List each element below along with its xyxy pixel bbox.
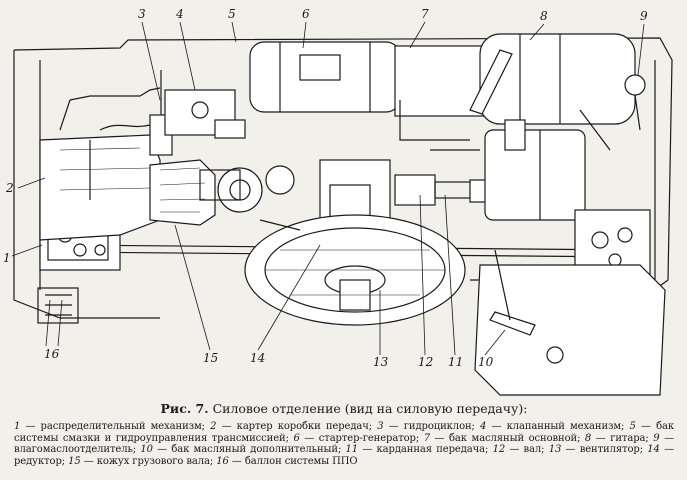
legend-text: вентилятор;	[579, 444, 643, 456]
legend-item: 9 — влагомаслоотделитель;	[14, 432, 674, 456]
legend-text: клапанный механизм;	[506, 421, 625, 432]
callout-12: 12	[418, 355, 433, 369]
callout-1: 1	[3, 251, 11, 265]
gear-pump	[199, 165, 295, 213]
caption-title: Рис. 7. Силовое отделение (вид на силову…	[14, 402, 674, 416]
callout-15: 15	[203, 351, 218, 365]
callout-4: 4	[175, 7, 184, 21]
legend-text: картер коробки передач;	[236, 421, 373, 432]
starter-generator	[249, 41, 401, 113]
legend-item: 7 — бак масляный основной;	[423, 432, 581, 444]
legend-item: 3 — гидроциклон;	[377, 421, 475, 432]
legend-item: 2 — картер коробки передач;	[210, 421, 373, 432]
legend-item: 12 — вал;	[492, 444, 545, 456]
legend-number: 10	[140, 444, 153, 456]
legend-text: редуктор;	[14, 455, 66, 467]
leader-lines	[11, 21, 645, 356]
callout-9: 9	[640, 9, 648, 23]
callout-3: 3	[138, 7, 146, 21]
pipework	[89, 100, 611, 231]
legend-item: 1 — распределительный механизм;	[14, 421, 205, 432]
legend-text: вал;	[523, 444, 545, 456]
legend-number: 4	[480, 421, 487, 432]
cargo-shaft-housing	[149, 159, 216, 226]
legend-text: карданная передача;	[376, 444, 489, 456]
moisture-oil-separator	[624, 74, 646, 131]
callout-8: 8	[540, 9, 548, 23]
callout-numbers: 3 4 5 6 7 8 9 2 1 16 15 14 13 12 11 10	[3, 7, 648, 369]
legend-number: 15	[68, 455, 81, 467]
legend-number: 11	[345, 444, 359, 456]
legend-number: 1	[14, 421, 21, 432]
legend-item: 6 — стартер-генератор;	[293, 432, 420, 444]
figure-caption: Рис. 7. Силовое отделение (вид на силову…	[14, 402, 674, 467]
legend-number: 3	[377, 421, 384, 432]
callout-11: 11	[448, 355, 463, 369]
legend-item: 11 — карданная передача;	[345, 444, 489, 456]
legend-number: 14	[647, 444, 660, 456]
callout-14: 14	[250, 351, 265, 365]
main-oil-tank	[394, 45, 486, 117]
legend-text: стартер-генератор;	[318, 432, 420, 444]
callout-5: 5	[228, 7, 236, 21]
callout-7: 7	[421, 7, 429, 21]
legend-item: 16 — баллон системы ППО	[216, 455, 358, 467]
legend-number: 7	[423, 432, 430, 444]
callout-16: 16	[44, 347, 60, 361]
legend: 1 — распределительный механизм; 2 — карт…	[14, 421, 674, 467]
legend-number: 6	[293, 432, 300, 444]
legend-number: 8	[584, 432, 592, 444]
legend-item: 10 — бак масляный дополнительный;	[140, 444, 342, 456]
legend-text: бак масляный основной;	[449, 432, 581, 444]
legend-item: 13 — вентилятор;	[548, 444, 643, 456]
legend-number: 5	[629, 421, 636, 432]
legend-item: 14 — редуктор;	[14, 444, 674, 467]
guitar	[469, 33, 636, 125]
gearbox-casing	[39, 134, 161, 241]
fan	[244, 214, 466, 326]
legend-text: бак масляный дополнительный;	[171, 444, 342, 456]
legend-item: 5 — бак системы смазки и гидроуправления…	[14, 421, 674, 444]
legend-item: 4 — клапанный механизм;	[480, 421, 625, 432]
legend-item: 8 — гитара;	[584, 432, 649, 444]
caption-title-text: Силовое отделение (вид на силовую переда…	[212, 401, 528, 416]
technical-drawing: 3 4 5 6 7 8 9 2 1 16 15 14 13 12 11 10	[3, 7, 673, 396]
callout-6: 6	[302, 7, 310, 21]
legend-text: кожух грузового вала;	[96, 455, 214, 467]
legend-text: бак системы смазки и гидроуправления тра…	[14, 421, 674, 444]
legend-number: 9	[653, 432, 660, 444]
additional-oil-tank	[474, 249, 666, 396]
legend-number: 16	[216, 455, 229, 467]
legend-text: влагомаслоотделитель;	[14, 444, 137, 456]
callout-13: 13	[373, 355, 389, 369]
valve-mechanism	[164, 89, 246, 139]
callout-10: 10	[478, 355, 494, 369]
legend-text: гитара;	[610, 432, 649, 444]
legend-number: 12	[492, 444, 506, 456]
right-unit	[484, 119, 586, 221]
legend-number: 13	[548, 444, 562, 456]
legend-item: 15 — кожух грузового вала;	[68, 455, 214, 467]
legend-text: баллон системы ППО	[244, 455, 358, 467]
legend-number: 2	[210, 421, 217, 432]
legend-text: распределительный механизм;	[40, 421, 205, 432]
caption-prefix: Рис. 7.	[160, 401, 209, 416]
callout-2: 2	[5, 181, 14, 195]
legend-text: гидроциклон;	[403, 421, 475, 432]
